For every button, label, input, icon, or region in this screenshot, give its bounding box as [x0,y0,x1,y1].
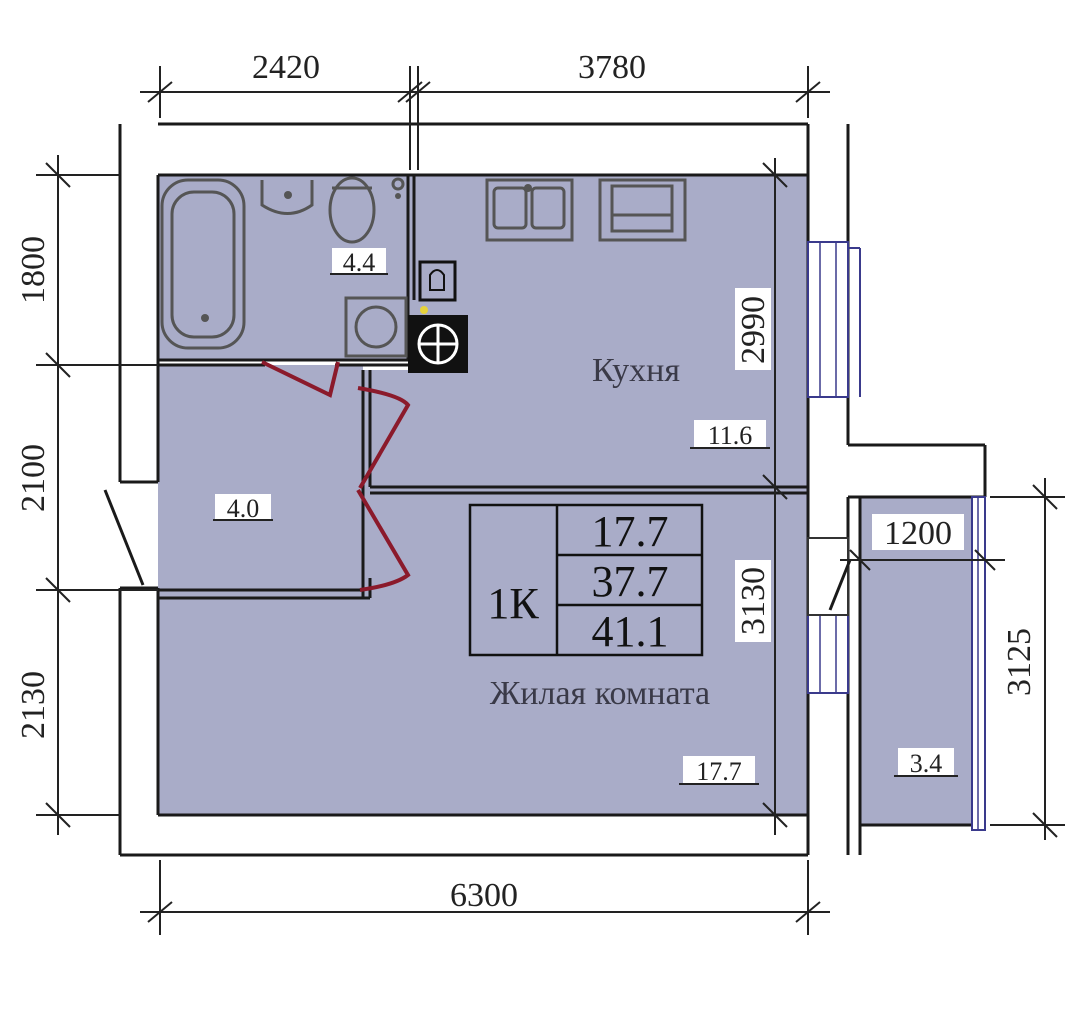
bathroom-area: 4.4 [343,248,376,277]
dim-kitchen-height: 2990 [735,296,772,364]
balcony-door [807,537,852,616]
living-window [807,614,849,694]
dim-living-height: 3130 [735,567,772,635]
summary-total-with-balcony: 41.1 [592,607,669,656]
dim-bottom: 6300 [450,877,518,914]
dim-balcony-width: 1200 [884,515,952,552]
floor-areas [158,175,972,825]
dim-top-right: 3780 [578,49,646,86]
walls [103,122,987,857]
gas-meter-icon [408,315,468,373]
dim-left-mid: 2100 [15,444,52,512]
windows [807,241,986,831]
stove-icon [598,178,687,242]
kitchen-area: 11.6 [708,421,753,450]
room-labels: 4.4 4.0 Кухня 11.6 Жилая комната 17.7 3.… [213,248,958,786]
summary-total-area: 37.7 [592,557,669,606]
bathroom-door [261,360,340,398]
washbasin-icon [260,180,314,215]
balcony-glazing [971,496,986,831]
living-name: Жилая комната [490,675,710,712]
dim-left-top: 1800 [15,236,52,304]
summary-table: 1К 17.7 37.7 41.1 [468,503,704,657]
doors [261,360,411,592]
kitchen-door [357,386,411,490]
bathtub-icon [160,178,246,350]
apartment-type: 1К [487,579,539,628]
living-area: 17.7 [696,757,742,786]
washing-machine-icon [344,296,408,358]
dimension-lines [36,66,1065,935]
dimension-labels: 2420 3780 6300 1800 2100 2130 2990 3130 … [15,49,1038,914]
boiler-icon [418,260,457,314]
summary-living-area: 17.7 [592,507,669,556]
hall-area: 4.0 [227,494,260,523]
dim-balcony-height: 3125 [1001,628,1038,696]
kitchen-window [807,241,861,398]
dim-left-bottom: 2130 [15,671,52,739]
living-door [356,488,411,592]
toilet-icon [328,176,405,244]
dim-top-left: 2420 [252,49,320,86]
kitchen-sink-icon [485,178,574,242]
balcony-area: 3.4 [910,749,943,778]
kitchen-name: Кухня [592,352,680,389]
